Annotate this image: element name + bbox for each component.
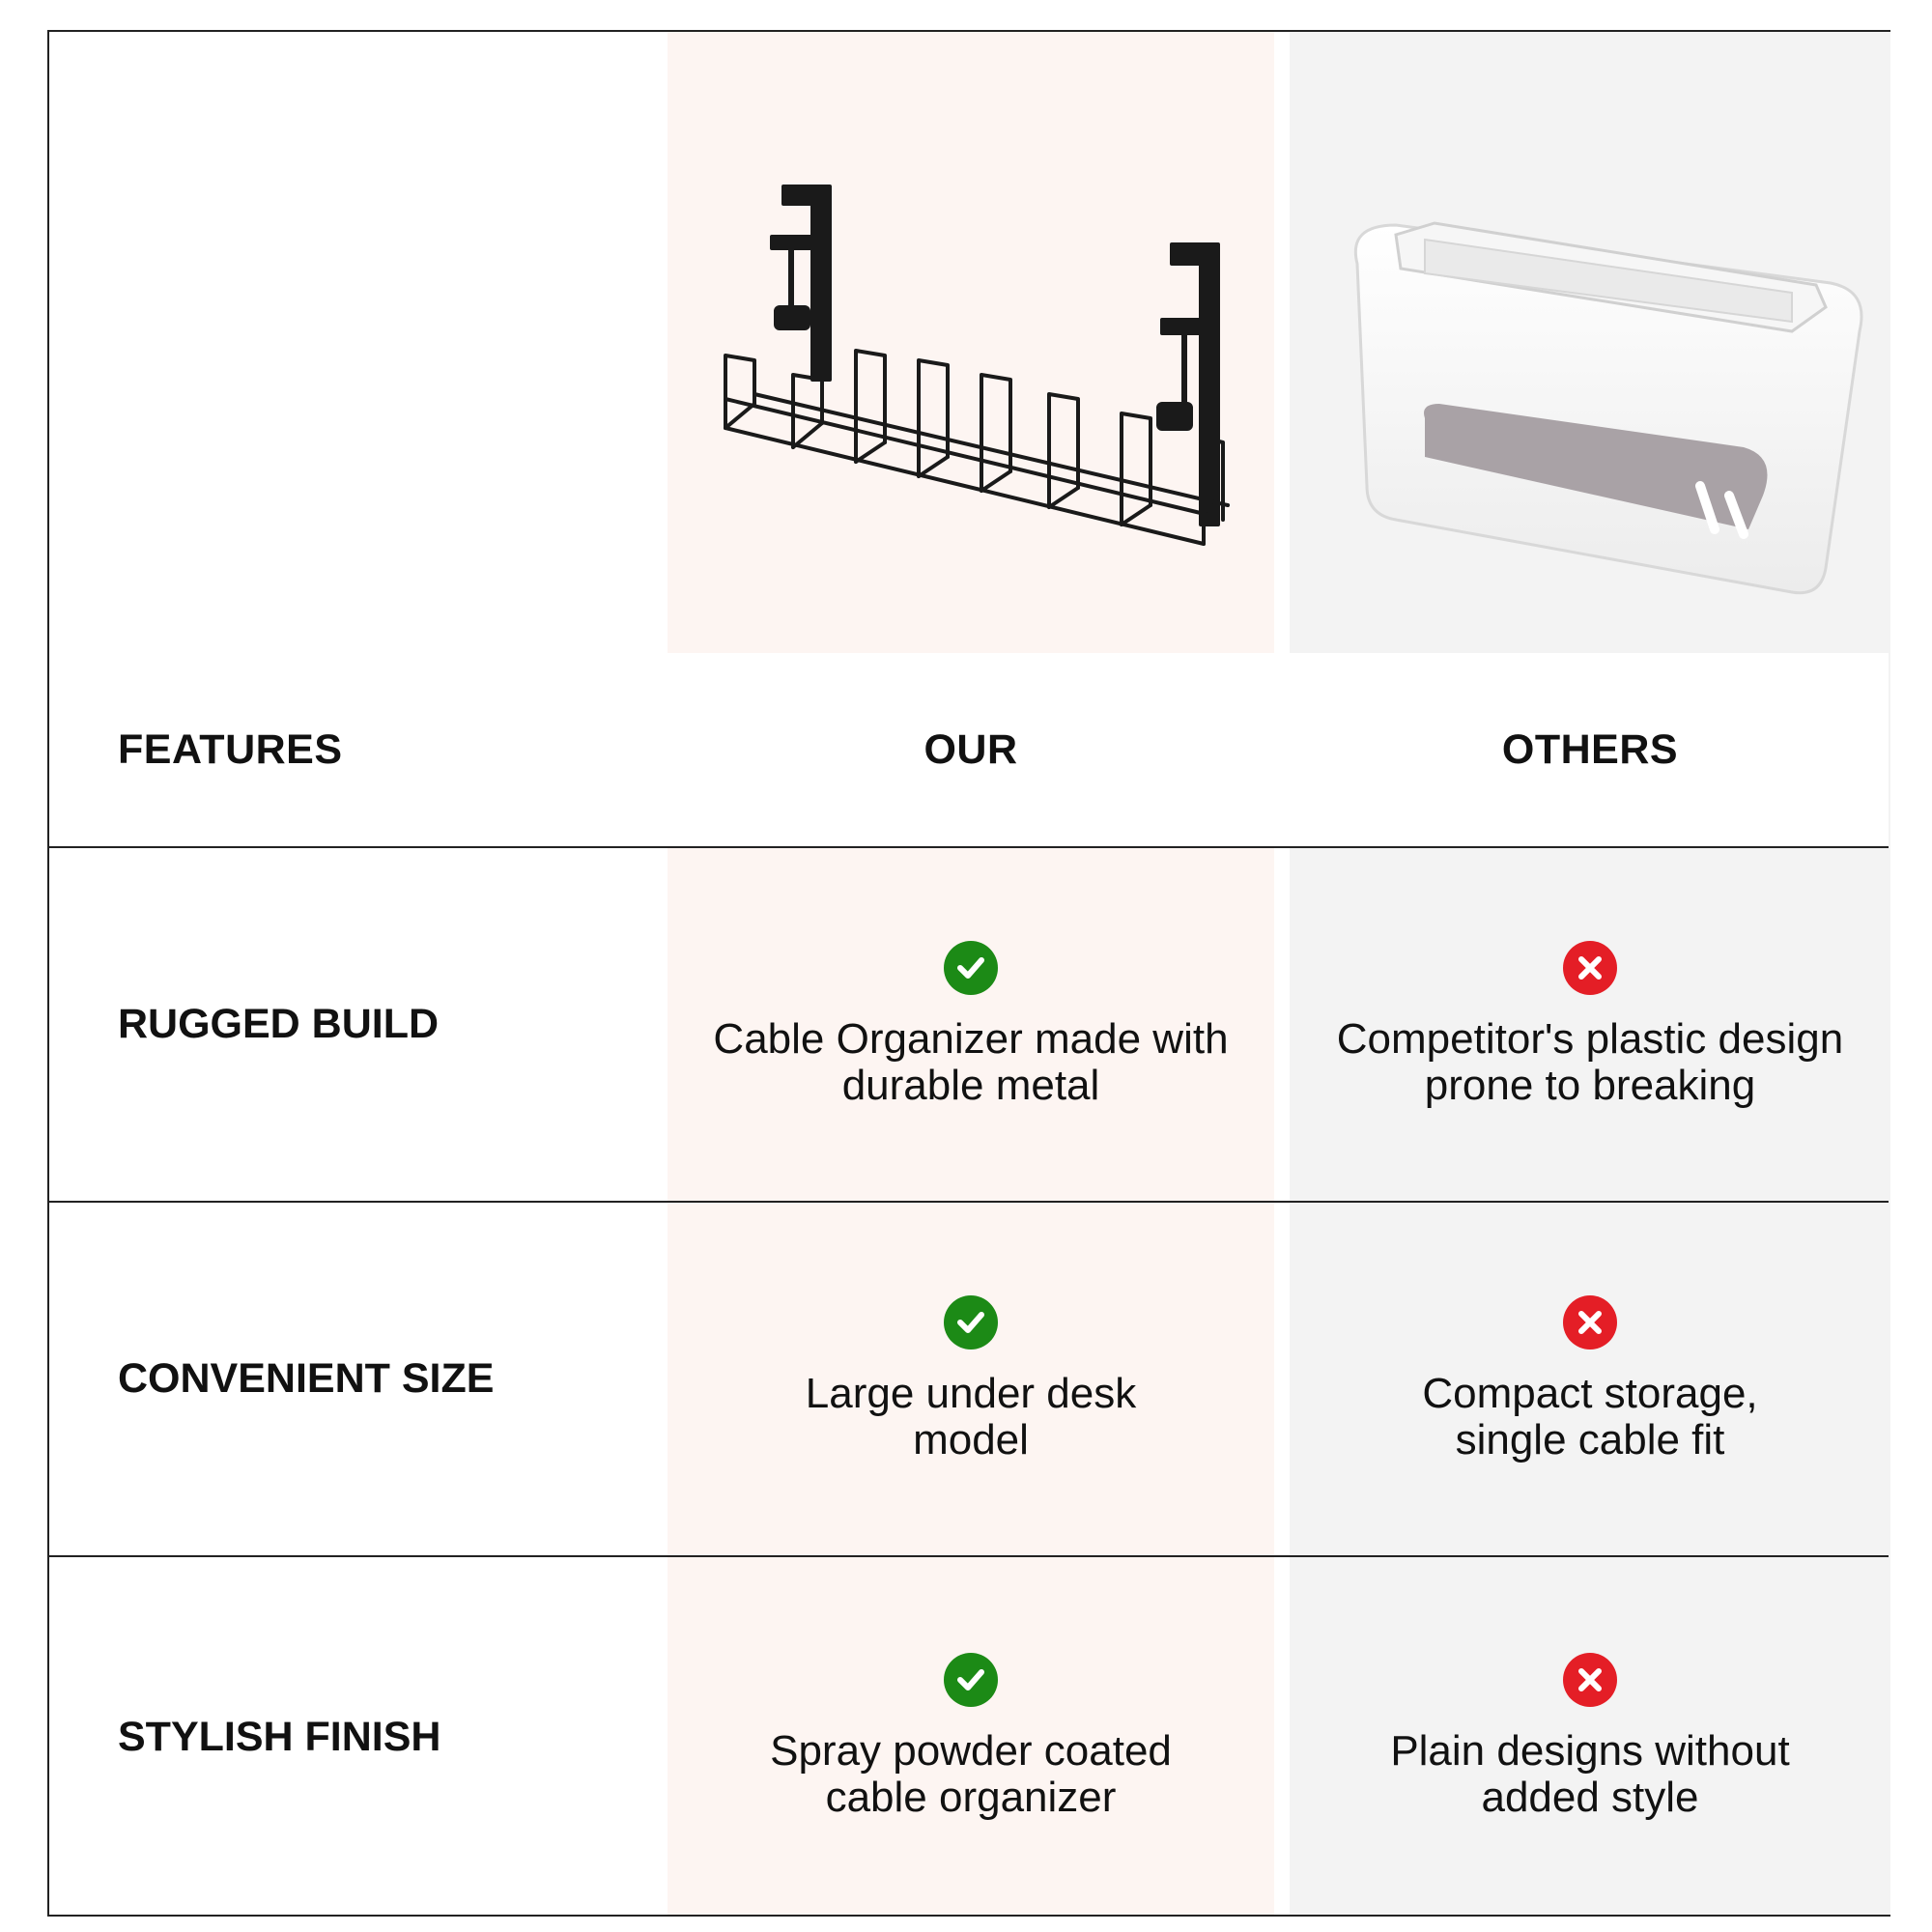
cross-icon	[1563, 1294, 1617, 1350]
cross-icon	[1563, 1653, 1617, 1707]
table-row: RUGGED BUILD Cable Organizer made with d…	[49, 846, 1889, 1201]
metal-cable-tray-image	[724, 185, 1230, 546]
our-cell: Large under desk model	[668, 1203, 1274, 1555]
check-icon	[944, 1294, 998, 1350]
our-cell: Spray powder coated cable organizer	[668, 1557, 1274, 1917]
our-cell-text: Cable Organizer made with durable metal	[713, 1014, 1229, 1109]
plastic-cable-box-image	[1354, 221, 1863, 595]
feature-label: CONVENIENT SIZE	[118, 1355, 495, 1402]
our-header: OUR	[923, 725, 1018, 773]
feature-label: STYLISH FINISH	[118, 1713, 441, 1760]
our-cell: Cable Organizer made with durable metal	[668, 848, 1274, 1201]
our-cell-text: Large under desk model	[805, 1369, 1137, 1463]
check-icon	[944, 1653, 998, 1707]
others-cell: Compact storage, single cable fit	[1290, 1203, 1890, 1555]
comparison-table: FEATURES OUR OTHERS RUGGED BUILD Cable O…	[47, 30, 1890, 1917]
others-cell-text: Plain designs without added style	[1390, 1727, 1790, 1821]
others-product-image-panel	[1290, 32, 1890, 653]
others-header: OTHERS	[1501, 725, 1679, 773]
features-header: FEATURES	[118, 725, 343, 773]
header-row: FEATURES OUR OTHERS	[49, 653, 1889, 846]
others-cell: Plain designs without added style	[1290, 1557, 1890, 1917]
feature-label: RUGGED BUILD	[118, 1001, 440, 1047]
our-cell-text: Spray powder coated cable organizer	[770, 1727, 1172, 1821]
table-row: STYLISH FINISH Spray powder coated cable…	[49, 1555, 1889, 1917]
cross-icon	[1563, 940, 1617, 995]
check-icon	[944, 940, 998, 995]
our-product-image-panel	[668, 32, 1274, 653]
table-row: CONVENIENT SIZE Large under desk model C…	[49, 1201, 1889, 1555]
others-cell-text: Compact storage, single cable fit	[1422, 1369, 1758, 1463]
others-cell: Competitor's plastic design prone to bre…	[1290, 848, 1890, 1201]
others-cell-text: Competitor's plastic design prone to bre…	[1336, 1014, 1844, 1109]
